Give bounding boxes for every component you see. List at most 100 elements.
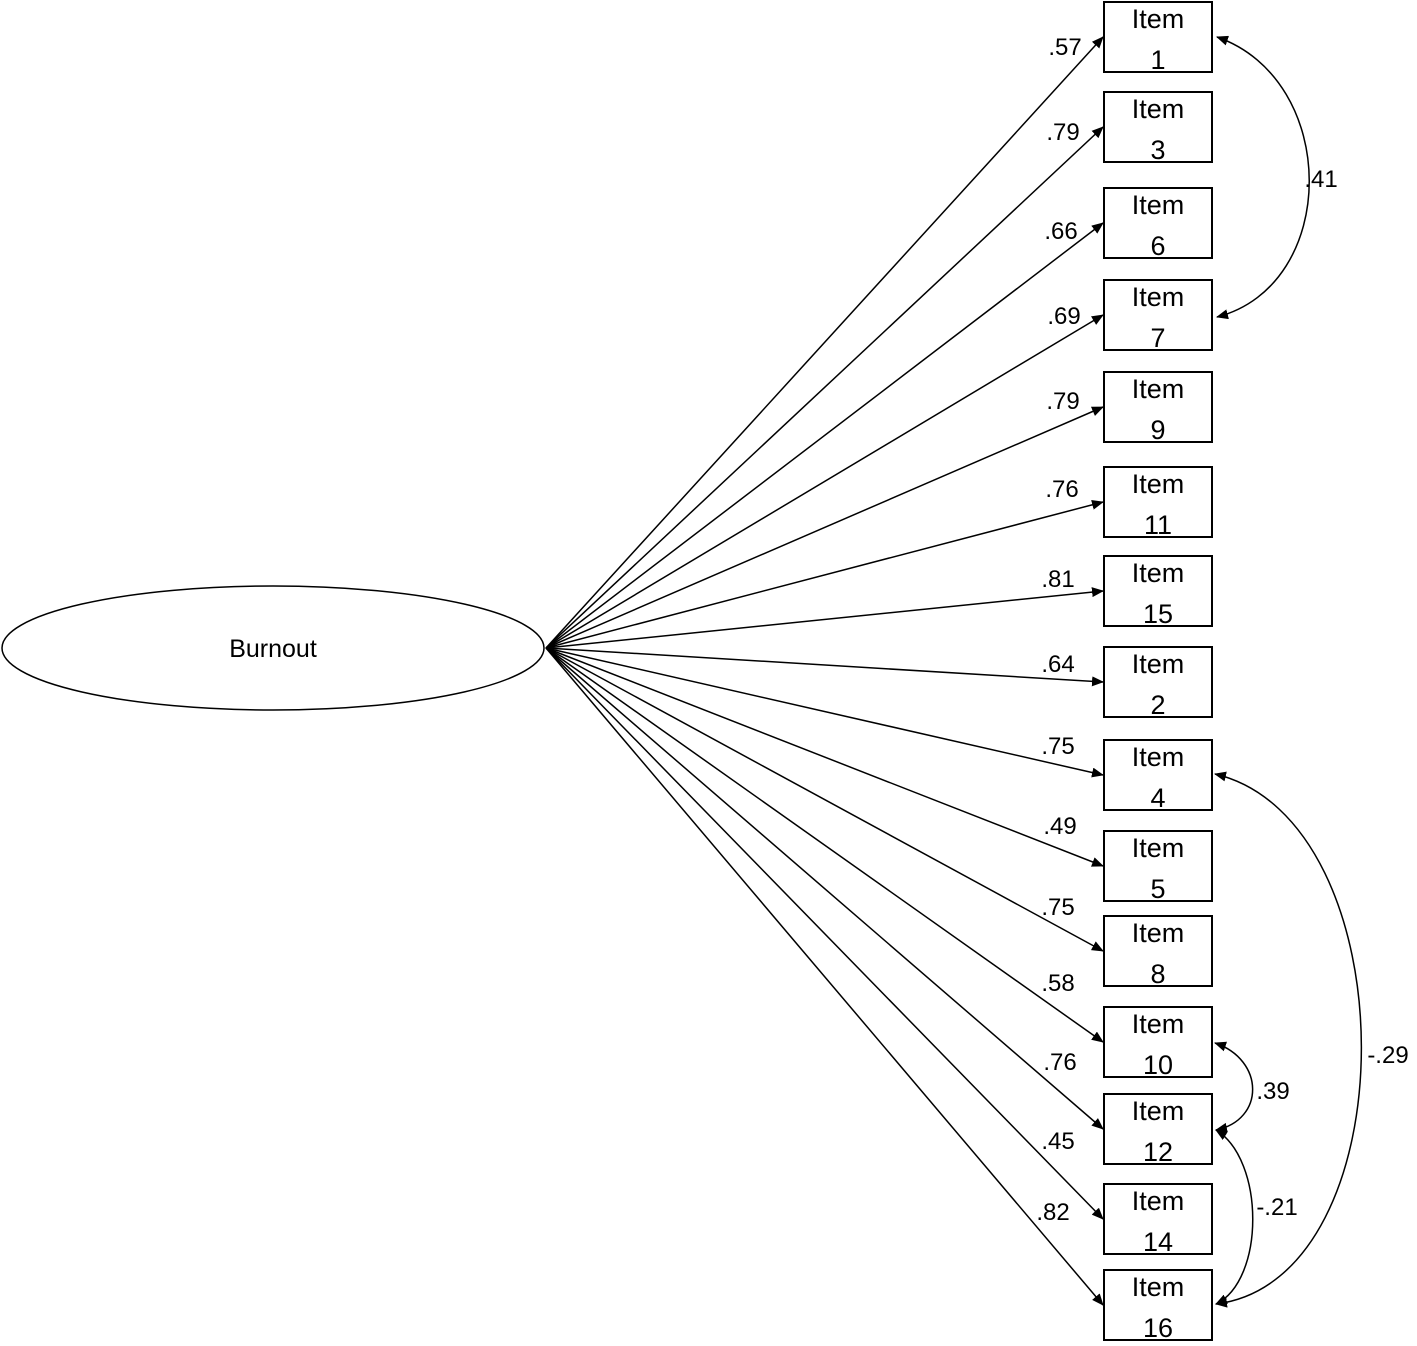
loading-value: .64 (1041, 651, 1074, 678)
indicator-item-box: Item 2 (1103, 646, 1213, 720)
indicator-item-box: Item 15 (1103, 555, 1213, 629)
loading-value: .79 (1046, 119, 1079, 146)
item-label-line1: Item (1132, 4, 1185, 34)
item-box-rect (1103, 1006, 1213, 1078)
loading-arrow (545, 36, 1104, 649)
loading-arrow (545, 499, 1104, 649)
loading-arrow (545, 647, 1104, 1220)
indicator-item-box: Item 1 (1103, 1, 1213, 75)
item-box-rect (1103, 91, 1213, 163)
loading-arrow (545, 647, 1104, 952)
indicator-item-box: Item 4 (1103, 739, 1213, 813)
indicator-item-box: Item 16 (1103, 1269, 1213, 1343)
item-label-line1: Item (1132, 649, 1185, 679)
covariance-value: -.29 (1367, 1042, 1408, 1069)
item-label-line2: 2 (1150, 690, 1165, 720)
item-label-line2: 14 (1143, 1227, 1173, 1257)
loading-value: .49 (1043, 813, 1076, 840)
covariance-arrow (1216, 35, 1310, 320)
item-box-rect (1103, 1269, 1213, 1341)
loading-arrow (545, 587, 1104, 649)
loading-value: .69 (1047, 303, 1080, 330)
loading-arrow (545, 314, 1104, 649)
item-label-line1: Item (1132, 94, 1185, 124)
loading-value: .81 (1041, 566, 1074, 593)
item-label-line2: 16 (1143, 1313, 1173, 1343)
loading-labels: .57.79.66.69.79.76.81.64.75.49.75.58.76.… (1036, 34, 1081, 1226)
indicator-item-box: Item 14 (1103, 1183, 1213, 1257)
indicator-item-box: Item 8 (1103, 915, 1213, 989)
loading-arrow (545, 647, 1104, 867)
indicator-item-box: Item 5 (1103, 830, 1213, 904)
latent-label: Burnout (229, 635, 317, 663)
loading-value: .75 (1041, 733, 1074, 760)
item-box-rect (1103, 646, 1213, 718)
loading-arrow (545, 126, 1104, 649)
loading-arrow (545, 406, 1104, 649)
factor-loading-paths (545, 36, 1104, 1306)
latent-ellipse (1, 585, 545, 711)
indicator-item-box: Item 3 (1103, 91, 1213, 165)
item-label-line2: 4 (1150, 783, 1165, 813)
loading-arrow (545, 222, 1104, 649)
residual-covariances (1214, 35, 1363, 1308)
item-label-line1: Item (1132, 1272, 1185, 1302)
item-box-rect (1103, 1, 1213, 73)
loading-value: .45 (1041, 1128, 1074, 1155)
item-label-line2: 15 (1143, 599, 1173, 629)
item-label-line1: Item (1132, 1009, 1185, 1039)
indicator-item-box: Item 11 (1103, 466, 1213, 540)
covariance-value: .41 (1304, 166, 1337, 193)
loading-arrow (545, 647, 1104, 1130)
item-label-line2: 5 (1150, 874, 1165, 904)
loading-value: .76 (1043, 1049, 1076, 1076)
covariance-value: -.21 (1256, 1194, 1297, 1221)
loading-value: .58 (1041, 970, 1074, 997)
item-box-rect (1103, 830, 1213, 902)
item-label-line1: Item (1132, 918, 1185, 948)
item-label-line2: 1 (1150, 45, 1165, 75)
item-label-line2: 7 (1150, 323, 1165, 353)
item-label-line1: Item (1132, 833, 1185, 863)
item-box-rect (1103, 739, 1213, 811)
item-label-line1: Item (1132, 558, 1185, 588)
item-label-line2: 10 (1143, 1050, 1173, 1080)
covariance-arrow (1214, 1041, 1254, 1133)
item-label-line1: Item (1132, 469, 1185, 499)
loading-value: .82 (1036, 1199, 1069, 1226)
indicator-items: Item1Item3Item6Item7Item9Item11Item15Ite… (1103, 1, 1213, 1343)
item-box-rect (1103, 1183, 1213, 1255)
item-label-line2: 8 (1150, 959, 1165, 989)
item-label-line2: 11 (1144, 510, 1172, 540)
covariance-labels: .41 -.29 .39 -.21 (1256, 166, 1408, 1221)
item-box-rect (1103, 466, 1213, 538)
item-label-line1: Item (1132, 374, 1185, 404)
item-label-line1: Item (1132, 190, 1185, 220)
loading-arrow (545, 647, 1104, 778)
item-box-rect (1103, 371, 1213, 443)
item-label-line2: 6 (1150, 231, 1165, 261)
item-box-rect (1103, 1093, 1213, 1165)
loading-arrow (545, 647, 1104, 687)
item-label-line1: Item (1132, 1096, 1185, 1126)
item-label-line2: 9 (1150, 415, 1165, 445)
loading-arrow (545, 647, 1104, 1043)
indicator-item-box: Item 10 (1103, 1006, 1213, 1080)
loading-value: .66 (1044, 218, 1077, 245)
item-label-line2: 3 (1150, 135, 1165, 165)
item-label-line1: Item (1132, 1186, 1185, 1216)
loading-value: .76 (1045, 476, 1078, 503)
covariance-arrow (1215, 1129, 1254, 1305)
item-box-rect (1103, 187, 1213, 259)
covariance-arrow (1214, 771, 1363, 1308)
item-box-rect (1103, 915, 1213, 987)
latent-factor-burnout: Burnout (1, 585, 545, 711)
item-box-rect (1103, 279, 1213, 351)
indicator-item-box: Item 6 (1103, 187, 1213, 261)
loading-arrow (545, 647, 1104, 1306)
loading-value: .57 (1048, 34, 1081, 61)
covariance-value: .39 (1256, 1078, 1289, 1105)
item-label-line1: Item (1132, 742, 1185, 772)
